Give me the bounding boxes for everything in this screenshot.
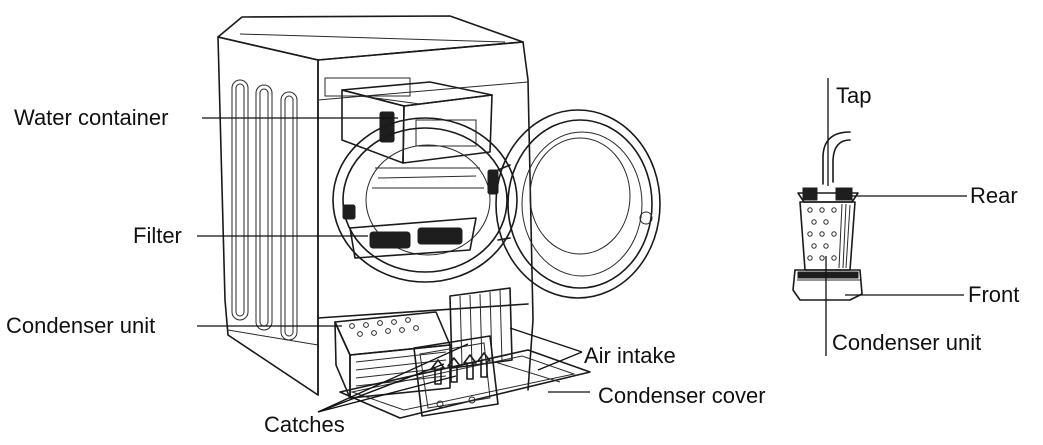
label-rear: Rear xyxy=(970,183,1018,208)
label-front: Front xyxy=(968,282,1020,307)
condenser-cover xyxy=(339,349,591,419)
leader-air-intake-2 xyxy=(537,351,583,371)
air-intake-grille xyxy=(449,287,513,369)
drum-opening xyxy=(332,117,518,283)
label-air-intake: Air intake xyxy=(584,343,676,368)
catch-arrows xyxy=(431,352,491,385)
leader-catch-3 xyxy=(317,343,469,413)
water-container-drawer xyxy=(341,81,493,164)
dryer-illustration xyxy=(217,15,661,419)
tap-pipe xyxy=(832,139,851,183)
dryer-condenser-unit xyxy=(334,311,451,399)
condenser-unit-detail xyxy=(792,131,863,301)
label-tap: Tap xyxy=(836,83,872,108)
unit-front-base xyxy=(792,269,863,301)
leader-air-intake-1 xyxy=(509,327,583,353)
leader-catch-1 xyxy=(317,363,445,413)
leader-lines xyxy=(197,78,967,413)
dryer-side-panel xyxy=(217,36,319,396)
leader-catch-2 xyxy=(317,375,457,413)
label-condenser-cover: Condenser cover xyxy=(598,383,766,408)
label-water-container: Water container xyxy=(14,105,169,130)
label-filter: Filter xyxy=(133,223,182,248)
lint-filter xyxy=(349,217,477,259)
label-catches: Catches xyxy=(264,412,345,437)
label-condenser-unit: Condenser unit xyxy=(6,313,156,338)
unit-dots xyxy=(807,207,837,261)
label-condenser-unit-detail: Condenser unit xyxy=(832,330,982,355)
dryer-door xyxy=(495,109,661,299)
dryer-front-frame xyxy=(317,41,534,391)
side-ribs xyxy=(231,79,298,341)
